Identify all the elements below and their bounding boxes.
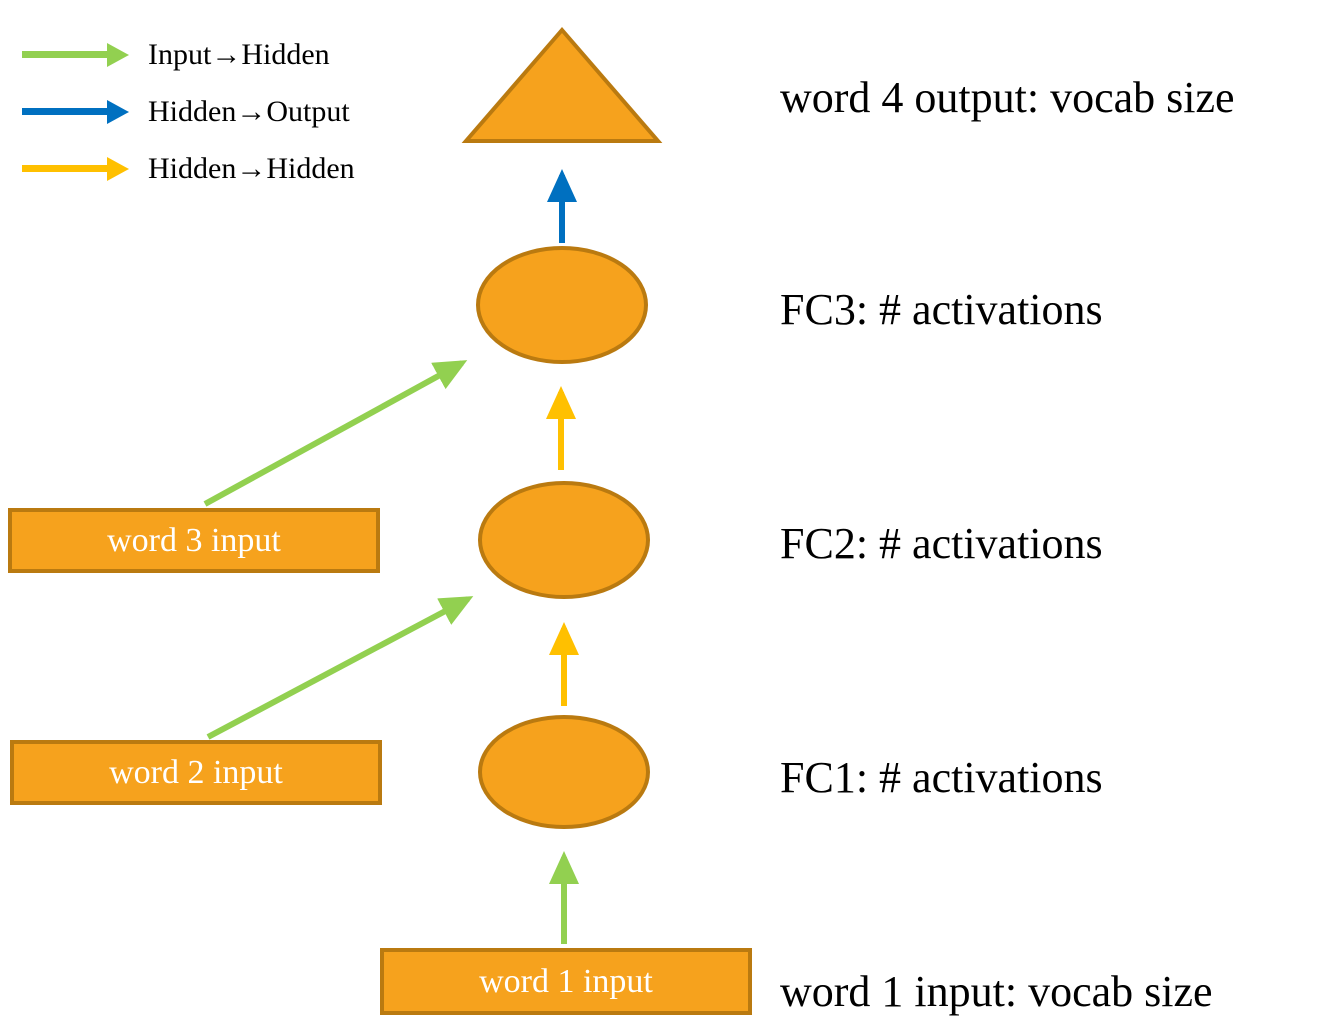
hidden-output-arrow-icon: [22, 108, 108, 115]
fc3-label: FC3: # activations: [780, 285, 1103, 334]
fc2-node: [478, 481, 650, 599]
input-hidden-arrow-icon: [22, 51, 108, 58]
hidden-hidden-arrow-icon: [22, 165, 108, 172]
fc3-node: [476, 246, 648, 364]
arrow-word3-to-fc3: [203, 360, 468, 507]
fc1-label: FC1: # activations: [780, 753, 1103, 802]
word1-caption: word 1 input: vocab size: [780, 967, 1213, 1016]
word1-input-box: word 1 input: [380, 948, 752, 1015]
fc1-node: [478, 715, 650, 829]
output-label: word 4 output: vocab size: [780, 73, 1235, 122]
legend-label-hidden-hidden: Hidden→Hidden: [148, 151, 355, 185]
arrow-word2-to-fc2: [206, 596, 474, 740]
legend-row-hidden-hidden: Hidden→Hidden: [22, 140, 355, 197]
legend-label-hidden-output: Hidden→Output: [148, 94, 350, 128]
word3-input-box: word 3 input: [8, 508, 380, 573]
output-triangle-node: [461, 26, 663, 143]
legend-label-input-hidden: Input→Hidden: [148, 37, 330, 71]
fc2-label: FC2: # activations: [780, 519, 1103, 568]
word2-input-box: word 2 input: [10, 740, 382, 805]
legend-row-hidden-output: Hidden→Output: [22, 83, 355, 140]
legend-row-input-hidden: Input→Hidden: [22, 26, 355, 83]
legend: Input→Hidden Hidden→Output Hidden→Hidden: [22, 26, 355, 197]
